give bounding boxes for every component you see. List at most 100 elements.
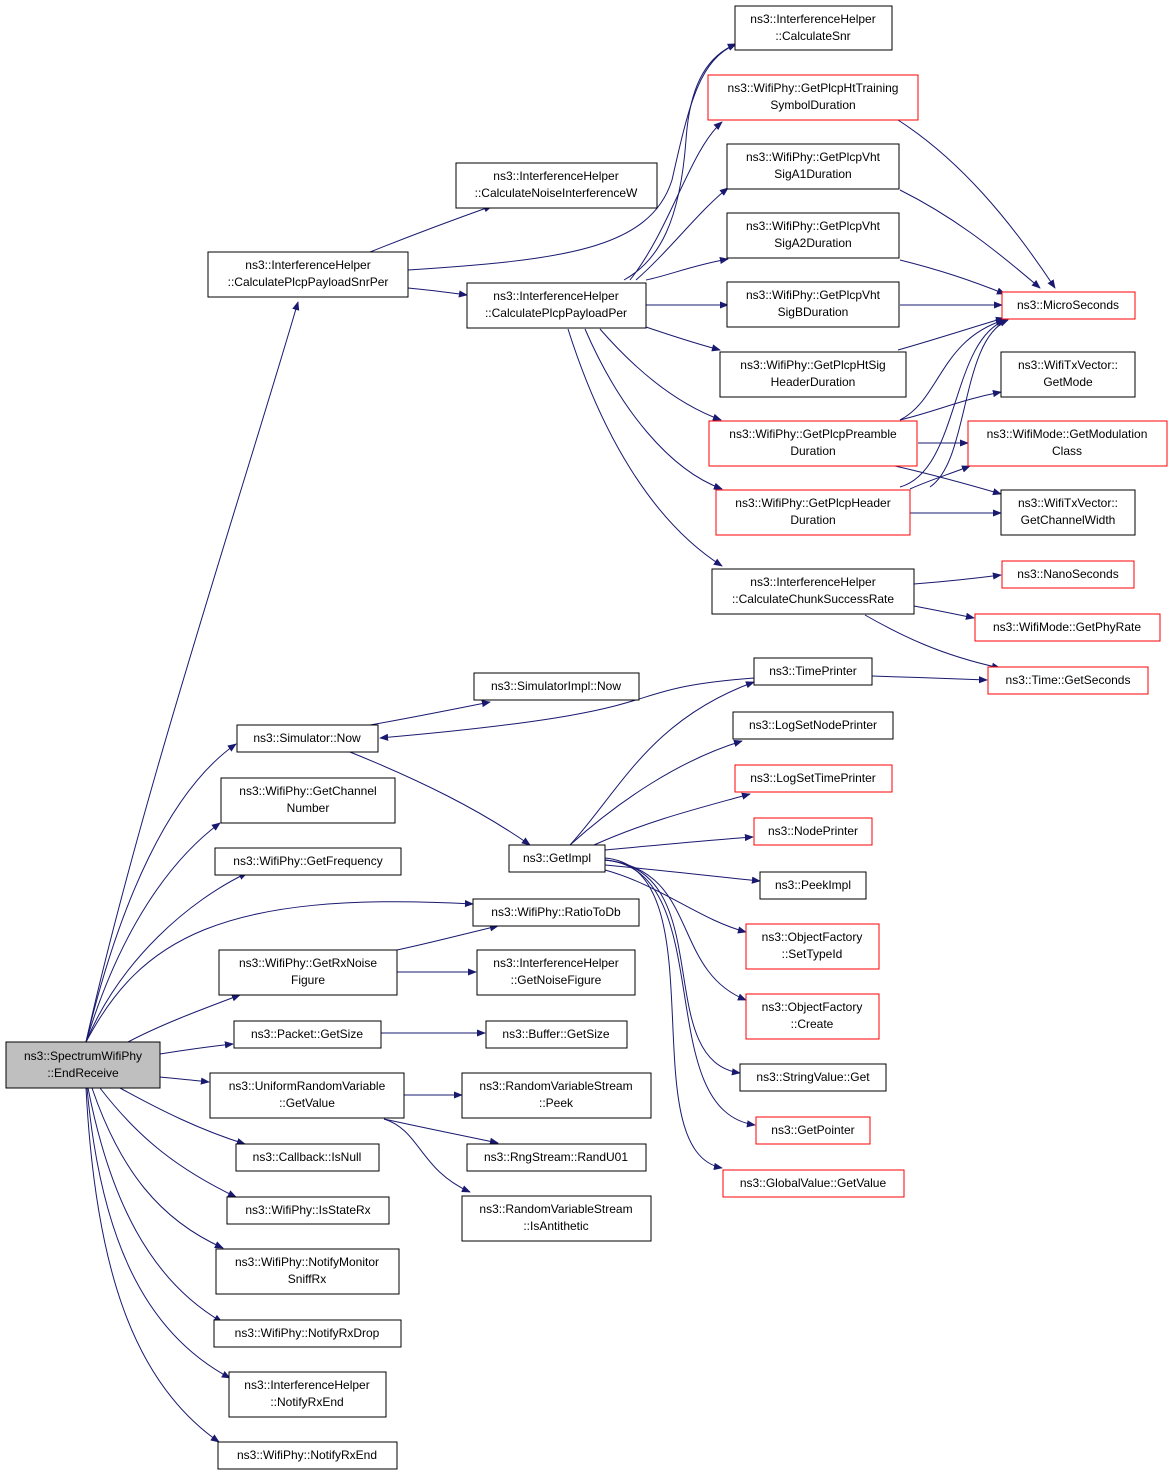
node-time-printer[interactable]: ns3::TimePrinter — [753, 657, 873, 686]
node-label-line: ns3::LogSetNodePrinter — [749, 718, 877, 732]
node-label-line: ::CalculatePlcpPayloadSnrPer — [228, 275, 389, 289]
edge — [369, 205, 493, 253]
node-label-line: ns3::StringValue::Get — [756, 1070, 870, 1084]
node-spectrum-wifi-phy-end-receive[interactable]: ns3::SpectrumWifiPhy::EndReceive — [5, 1041, 161, 1089]
node-rng-stream-rand-u01[interactable]: ns3::RngStream::RandU01 — [466, 1143, 647, 1172]
edge — [383, 1118, 471, 1193]
node-label-line: ns3::WifiPhy::GetChannel — [239, 784, 376, 798]
node-label-line: ns3::WifiPhy::GetPlcpPreamble — [729, 427, 897, 441]
node-get-noise-figure[interactable]: ns3::InterferenceHelper::GetNoiseFigure — [476, 949, 636, 996]
node-peek-impl[interactable]: ns3::PeekImpl — [759, 871, 867, 900]
edge — [584, 328, 723, 490]
node-label-line: ::CalculateNoiseInterferenceW — [475, 186, 638, 200]
node-object-factory-set-type-id[interactable]: ns3::ObjectFactory::SetTypeId — [745, 923, 880, 970]
node-uniform-random-variable-get-value[interactable]: ns3::UniformRandomVariable::GetValue — [209, 1072, 405, 1119]
node-simulator-now[interactable]: ns3::Simulator::Now — [236, 724, 379, 753]
node-random-variable-stream-peek[interactable]: ns3::RandomVariableStream::Peek — [461, 1072, 652, 1119]
node-get-impl[interactable]: ns3::GetImpl — [508, 844, 606, 873]
node-string-value-get[interactable]: ns3::StringValue::Get — [739, 1063, 887, 1092]
edge — [86, 1087, 231, 1379]
node-calculate-chunk-success-rate[interactable]: ns3::InterferenceHelper::CalculateChunkS… — [711, 568, 915, 615]
node-time-get-seconds[interactable]: ns3::Time::GetSeconds — [987, 666, 1149, 695]
nodes: ns3::SpectrumWifiPhy::EndReceive ns3::In… — [5, 5, 1168, 1470]
node-calculate-plcp-payload-per[interactable]: ns3::InterferenceHelper::CalculatePlcpPa… — [466, 282, 647, 329]
node-calculate-noise-interference[interactable]: ns3::InterferenceHelper::CalculateNoiseI… — [455, 162, 658, 209]
node-wifi-mode-get-phy-rate[interactable]: ns3::WifiMode::GetPhyRate — [974, 613, 1161, 642]
node-label-line: ns3::WifiPhy::GetPlcpVht — [746, 219, 881, 233]
node-global-value-get-value[interactable]: ns3::GlobalValue::GetValue — [722, 1169, 905, 1198]
node-label-line: ns3::MicroSeconds — [1017, 298, 1119, 312]
node-label-line: ns3::Time::GetSeconds — [1006, 673, 1131, 687]
node-label-line: ns3::WifiMode::GetModulation — [987, 427, 1148, 441]
edge — [407, 287, 468, 298]
edge — [913, 572, 1002, 585]
edge — [85, 1087, 220, 1443]
node-label-line: ns3::WifiPhy::RatioToDb — [491, 905, 621, 919]
node-label-line: ns3::UniformRandomVariable — [229, 1079, 386, 1093]
node-callback-is-null[interactable]: ns3::Callback::IsNull — [235, 1143, 380, 1172]
node-label-line: ns3::RandomVariableStream — [479, 1202, 632, 1216]
node-object-factory-create[interactable]: ns3::ObjectFactory::Create — [745, 993, 880, 1040]
edge — [159, 1076, 210, 1085]
node-is-state-rx[interactable]: ns3::WifiPhy::IsStateRx — [226, 1196, 390, 1225]
edge — [645, 256, 729, 281]
node-calculate-snr[interactable]: ns3::InterferenceHelper::CalculateSnr — [734, 5, 893, 51]
node-wifi-tx-vector-get-channel-width[interactable]: ns3::WifiTxVector::GetChannelWidth — [1000, 489, 1136, 536]
node-label-line: ns3::Buffer::GetSize — [502, 1027, 609, 1041]
edge — [379, 677, 755, 741]
node-label-line: ::SetTypeId — [782, 947, 843, 961]
edge — [604, 864, 761, 884]
node-get-pointer[interactable]: ns3::GetPointer — [755, 1116, 871, 1145]
node-ratio-to-db[interactable]: ns3::WifiPhy::RatioToDb — [472, 898, 640, 927]
node-label-line: ns3::InterferenceHelper — [245, 258, 370, 272]
node-label-line: ns3::SimulatorImpl::Now — [491, 679, 621, 693]
node-get-plcp-ht-training-symbol-duration[interactable]: ns3::WifiPhy::GetPlcpHtTrainingSymbolDur… — [707, 74, 919, 121]
node-label-line: ns3::RandomVariableStream — [479, 1079, 632, 1093]
node-calculate-plcp-payload-snr-per[interactable]: ns3::InterferenceHelper::CalculatePlcpPa… — [207, 251, 409, 298]
node-random-variable-stream-is-antithetic[interactable]: ns3::RandomVariableStream::IsAntithetic — [461, 1195, 652, 1242]
node-node-printer[interactable]: ns3::NodePrinter — [753, 817, 873, 846]
edge — [85, 743, 237, 1043]
edge — [85, 822, 221, 1043]
edge — [645, 326, 721, 352]
edge — [604, 833, 754, 851]
edge — [369, 700, 491, 726]
node-label-line: ns3::WifiPhy::NotifyMonitor — [235, 1255, 379, 1269]
edge — [407, 43, 737, 271]
node-label-line: Class — [1052, 444, 1082, 458]
node-label-line: HeaderDuration — [771, 375, 856, 389]
node-notify-rx-drop[interactable]: ns3::WifiPhy::NotifyRxDrop — [213, 1319, 402, 1348]
node-buffer-get-size[interactable]: ns3::Buffer::GetSize — [485, 1020, 628, 1049]
node-interference-helper-notify-rx-end[interactable]: ns3::InterferenceHelper::NotifyRxEnd — [228, 1371, 387, 1418]
edge — [593, 792, 751, 846]
node-label-line: Number — [287, 801, 330, 815]
node-log-set-time-printer[interactable]: ns3::LogSetTimePrinter — [734, 764, 893, 793]
node-micro-seconds[interactable]: ns3::MicroSeconds — [1001, 291, 1136, 320]
node-log-set-node-printer[interactable]: ns3::LogSetNodePrinter — [732, 711, 894, 740]
node-label-line: ::Create — [791, 1017, 834, 1031]
node-label-line: Duration — [790, 513, 835, 527]
node-wifi-phy-notify-rx-end[interactable]: ns3::WifiPhy::NotifyRxEnd — [217, 1441, 398, 1470]
node-wifi-tx-vector-get-mode[interactable]: ns3::WifiTxVector::GetMode — [1000, 351, 1136, 398]
edge — [396, 924, 499, 951]
node-nano-seconds[interactable]: ns3::NanoSeconds — [1001, 560, 1135, 589]
node-simulator-impl-now[interactable]: ns3::SimulatorImpl::Now — [473, 672, 640, 701]
node-label-line: ns3::WifiPhy::GetFrequency — [233, 854, 382, 868]
node-label-line: ns3::InterferenceHelper — [750, 575, 875, 589]
node-label-line: ns3::TimePrinter — [769, 664, 857, 678]
edge — [897, 316, 1005, 351]
node-packet-get-size[interactable]: ns3::Packet::GetSize — [233, 1020, 382, 1049]
node-get-frequency[interactable]: ns3::WifiPhy::GetFrequency — [214, 847, 402, 876]
edge — [635, 187, 729, 281]
edge — [127, 994, 241, 1043]
